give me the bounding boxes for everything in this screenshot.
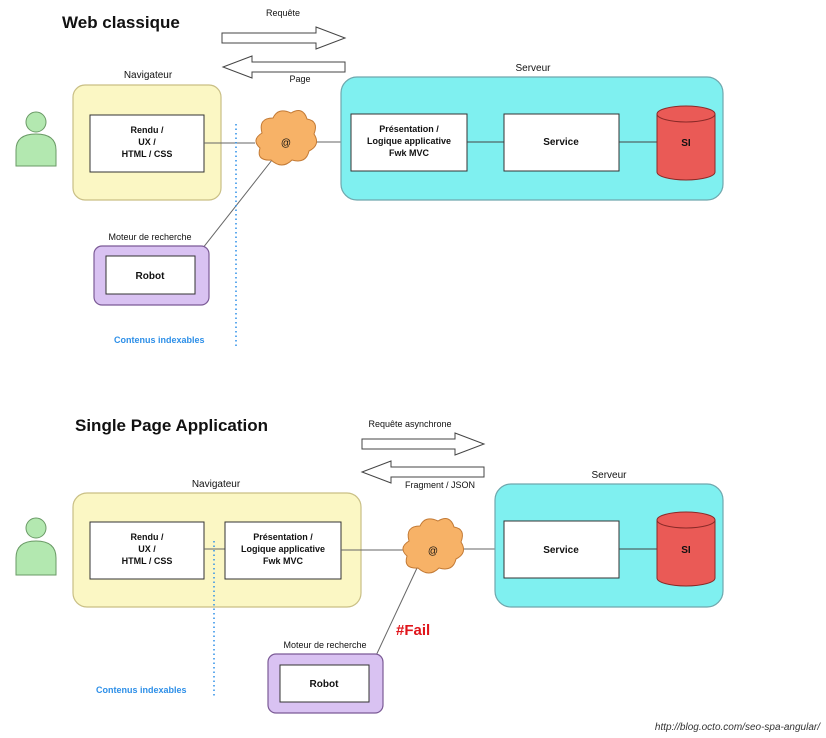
presentation-line-3: Fwk MVC	[389, 148, 430, 158]
arrow-fragment-left	[360, 460, 485, 484]
title-spa: Single Page Application	[75, 416, 268, 435]
search-engine-label: Moteur de recherche	[283, 640, 366, 650]
link-robot-cloud	[194, 159, 273, 259]
navigator-label: Navigateur	[192, 479, 241, 490]
si-label: SI	[681, 545, 691, 556]
render-line-2: UX /	[138, 544, 156, 554]
presentation-line-3: Fwk MVC	[263, 556, 304, 566]
source-credit: http://blog.octo.com/seo-spa-angular/	[655, 722, 821, 733]
database-si-icon	[656, 105, 716, 181]
robot-label: Robot	[310, 679, 340, 690]
render-line-3: HTML / CSS	[122, 149, 173, 159]
search-engine-label: Moteur de recherche	[108, 232, 191, 242]
link-robot-cloud	[372, 567, 418, 663]
internet-cloud-icon	[255, 110, 318, 166]
arrow-fragment-label: Fragment / JSON	[405, 480, 475, 490]
presentation-line-2: Logique applicative	[367, 136, 451, 146]
title-web-classique: Web classique	[62, 13, 180, 32]
render-line-1: Rendu /	[131, 125, 164, 135]
arrow-request-label: Requête	[266, 8, 300, 18]
internet-cloud-icon	[402, 518, 465, 574]
presentation-box	[350, 113, 468, 172]
si-label: SI	[681, 138, 691, 149]
server-label: Serveur	[591, 470, 627, 481]
presentation-line-1: Présentation /	[379, 124, 439, 134]
presentation-line-1: Présentation /	[253, 532, 313, 542]
navigator-label: Navigateur	[124, 70, 173, 81]
cloud-symbol: @	[281, 138, 291, 149]
render-line-1: Rendu /	[131, 532, 164, 542]
render-line-2: UX /	[138, 137, 156, 147]
robot-label: Robot	[136, 271, 166, 282]
arrow-async-request-right	[361, 432, 486, 456]
service-box	[503, 520, 620, 579]
service-box	[503, 113, 620, 172]
cloud-symbol: @	[428, 546, 438, 557]
server-label: Serveur	[515, 63, 551, 74]
user-icon	[15, 517, 57, 576]
user-icon	[15, 111, 57, 167]
service-label: Service	[543, 137, 579, 148]
robot-box	[279, 664, 370, 703]
fail-label: #Fail	[396, 622, 430, 639]
database-si-icon	[656, 511, 716, 587]
robot-box	[105, 255, 196, 295]
render-box	[89, 114, 205, 173]
indexable-label: Contenus indexables	[96, 685, 187, 695]
arrow-page-left	[221, 55, 346, 79]
arrow-request-right	[221, 26, 347, 50]
render-box	[89, 521, 205, 580]
presentation-line-2: Logique applicative	[241, 544, 325, 554]
arrow-async-request-label: Requête asynchrone	[368, 419, 451, 429]
arrow-page-label: Page	[289, 74, 310, 84]
service-label: Service	[543, 545, 579, 556]
presentation-box	[224, 521, 342, 580]
render-line-3: HTML / CSS	[122, 556, 173, 566]
indexable-label: Contenus indexables	[114, 335, 205, 345]
